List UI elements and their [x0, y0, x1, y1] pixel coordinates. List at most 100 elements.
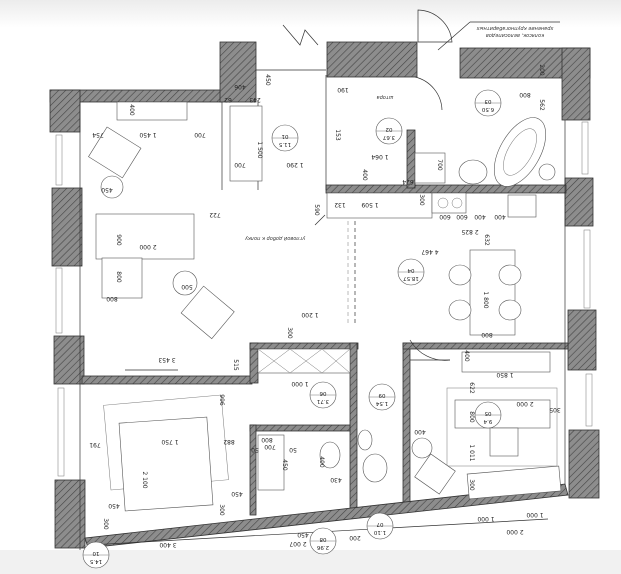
- dimension-label: 700: [194, 131, 206, 138]
- dimension-label: 800: [261, 436, 273, 443]
- dimension-label: 515: [232, 359, 239, 371]
- svg-text:1.10: 1.10: [373, 529, 386, 535]
- dimension-label: 190: [337, 86, 349, 93]
- corner-note: угловой добор к полку: [244, 235, 306, 241]
- room-07: 071.10: [366, 512, 394, 540]
- svg-text:3.67: 3.67: [382, 134, 395, 140]
- dimension-label: 2 000: [516, 400, 533, 407]
- side-table: [100, 175, 124, 199]
- dimension-label: 882: [223, 438, 235, 445]
- storage-note-2: колясок, велосипедов: [486, 32, 544, 38]
- dimension-label: 450: [281, 459, 288, 471]
- dimension-label: 50: [251, 446, 259, 453]
- dimension-label: 1 450: [139, 131, 156, 138]
- room-09: 091.54: [368, 383, 396, 411]
- dimension-label: 450: [297, 531, 309, 538]
- bathtub: [493, 117, 547, 187]
- dimension-label: 1 200: [301, 311, 318, 318]
- sofa-2: [466, 465, 562, 500]
- room-10: 10 14.5: [82, 541, 110, 569]
- dimension-label: 632: [483, 234, 490, 246]
- dimension-label: 1 011: [468, 444, 475, 461]
- desk: [454, 399, 551, 429]
- dimension-label: 132: [334, 201, 346, 208]
- svg-text:07: 07: [376, 521, 383, 527]
- dimension-label: 2 000: [139, 243, 156, 250]
- dimension-label: 450: [108, 502, 120, 509]
- dimension-label: 1 000: [477, 515, 494, 522]
- dimension-label: 3 400: [159, 541, 176, 548]
- dimension-label: 300: [218, 504, 225, 516]
- dimension-label: 400: [474, 213, 486, 220]
- svg-text:14.5: 14.5: [89, 558, 102, 564]
- room-05: 059.4: [474, 401, 502, 429]
- dimension-label: 400: [414, 428, 426, 435]
- dimension-label: 800: [481, 331, 493, 338]
- dimension-label: 200: [538, 64, 545, 76]
- armchair: [88, 126, 142, 179]
- dimension-label: 300: [102, 518, 109, 530]
- dimension-label: 1 064: [371, 153, 388, 160]
- dimension-label: 62: [224, 96, 232, 103]
- dimension-label: 2 100: [141, 471, 148, 488]
- svg-text:6.50: 6.50: [481, 106, 494, 112]
- svg-text:9.4: 9.4: [483, 418, 492, 424]
- svg-text:2.96: 2.96: [316, 544, 329, 550]
- svg-text:09: 09: [378, 392, 385, 398]
- dimension-label: 800: [115, 271, 122, 283]
- room-06: 063.71: [309, 381, 337, 409]
- dimension-label: 562: [538, 99, 545, 111]
- dimension-label: 450: [264, 74, 271, 86]
- dimension-label: 791: [89, 441, 101, 448]
- bed-single: [229, 105, 263, 182]
- dimension-label: 2 000: [506, 528, 523, 535]
- ottoman: [101, 257, 143, 299]
- top-shade: [0, 0, 621, 28]
- dimension-label: 1 000: [291, 380, 308, 387]
- annotations: хранение крупногабаритных колясок, велос…: [244, 25, 555, 241]
- svg-text:01: 01: [282, 133, 289, 139]
- storage-note-1: хранение крупногабаритных: [477, 25, 555, 31]
- sofa: [95, 213, 195, 260]
- dimension-label: 754: [92, 131, 104, 138]
- dimension-label: 1 290: [286, 161, 303, 168]
- dimension-labels: 400 1 450 700 754 450 900 2 000 800 800 500 722 1 5…: [89, 64, 561, 548]
- svg-text:05: 05: [484, 410, 491, 416]
- double-bed: [118, 416, 214, 512]
- dimension-label: 1 750: [161, 438, 178, 445]
- dimension-label: 900: [115, 234, 122, 246]
- room-08: 082.96: [309, 527, 337, 555]
- dimension-label: 300: [418, 194, 425, 206]
- dining-table: [469, 249, 516, 336]
- dimension-label: 996: [218, 394, 225, 406]
- dimension-label: 722: [209, 211, 221, 218]
- dimension-label: 450: [101, 186, 113, 193]
- dimension-label: 50: [289, 446, 297, 453]
- coffee-table: [172, 270, 198, 296]
- sink: [507, 194, 537, 218]
- svg-text:10: 10: [92, 550, 99, 556]
- dimension-label: 700: [436, 159, 443, 171]
- dimension-label: 450: [231, 490, 243, 497]
- svg-text:1.54: 1.54: [375, 400, 388, 406]
- svg-text:3.71: 3.71: [317, 398, 329, 404]
- dimension-label: 400: [361, 169, 368, 181]
- hob: [431, 192, 467, 214]
- dimension-label: 600: [439, 213, 451, 220]
- walls: [49, 41, 600, 549]
- dimension-label: 624: [402, 178, 414, 185]
- dimension-label: 1 500: [256, 141, 263, 158]
- dimension-label: 1 000: [526, 511, 543, 518]
- dimension-label: 700: [264, 443, 276, 450]
- dimension-label: 243: [249, 96, 261, 103]
- dimension-label: 400: [128, 104, 135, 116]
- dimension-label: 400: [463, 350, 470, 362]
- dimension-label: 500: [181, 283, 193, 290]
- dimension-label: 153: [334, 129, 341, 141]
- dimension-label: 800: [106, 295, 118, 302]
- svg-text:03: 03: [484, 98, 491, 104]
- curtain-label: штора: [377, 94, 394, 100]
